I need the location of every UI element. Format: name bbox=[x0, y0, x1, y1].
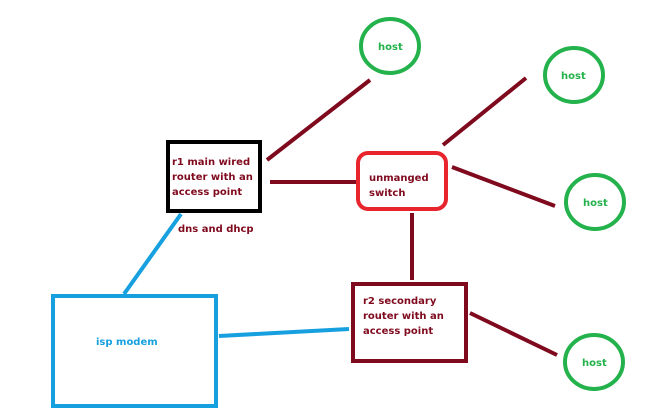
isp-modem-label: isp modem bbox=[96, 337, 158, 348]
switch-label: unmanged switch bbox=[369, 173, 432, 199]
r1-label: r1 main wired router with an access poin… bbox=[172, 157, 256, 198]
host-circle bbox=[563, 333, 625, 391]
link-isp-r2 bbox=[218, 327, 350, 338]
link-r1-isp bbox=[122, 212, 183, 296]
isp-modem-box bbox=[51, 294, 218, 408]
host-circle bbox=[359, 17, 421, 75]
switch-label-line: unmanged bbox=[369, 173, 429, 184]
link-r1-host1 bbox=[265, 78, 372, 162]
r1-label-line: r1 main wired bbox=[172, 157, 250, 168]
r1-note: dns and dhcp bbox=[178, 224, 254, 235]
r1-main-router: r1 main wired router with an access poin… bbox=[166, 140, 262, 235]
r2-label-line: router with an bbox=[363, 311, 444, 322]
r1-label-line: access point bbox=[172, 187, 242, 198]
switch-label-line: switch bbox=[369, 188, 405, 199]
r2-label-line: r2 secondary bbox=[363, 296, 437, 307]
link-switch-host2 bbox=[441, 76, 528, 147]
host-circle bbox=[543, 46, 605, 104]
r2-box bbox=[351, 282, 468, 363]
switch-box bbox=[356, 151, 448, 211]
host-circle bbox=[564, 173, 626, 231]
r2-secondary-router: r2 secondary router with an access point bbox=[351, 282, 468, 363]
host-node-4: host bbox=[563, 333, 625, 391]
r2-label: r2 secondary router with an access point bbox=[363, 296, 447, 337]
link-switch-host3 bbox=[451, 165, 556, 208]
host-label: host bbox=[378, 42, 403, 53]
link-r2-host4 bbox=[469, 311, 558, 357]
r1-label-line: router with an bbox=[172, 172, 253, 183]
isp-modem: isp modem bbox=[51, 294, 218, 408]
r2-label-line: access point bbox=[363, 326, 433, 337]
host-label: host bbox=[583, 198, 608, 209]
host-node-2: host bbox=[543, 46, 605, 104]
host-node-1: host bbox=[359, 17, 421, 75]
unmanaged-switch: unmanged switch bbox=[356, 151, 448, 211]
host-label: host bbox=[582, 358, 607, 369]
host-node-3: host bbox=[564, 173, 626, 231]
r1-box bbox=[166, 140, 262, 213]
host-label: host bbox=[561, 71, 586, 82]
